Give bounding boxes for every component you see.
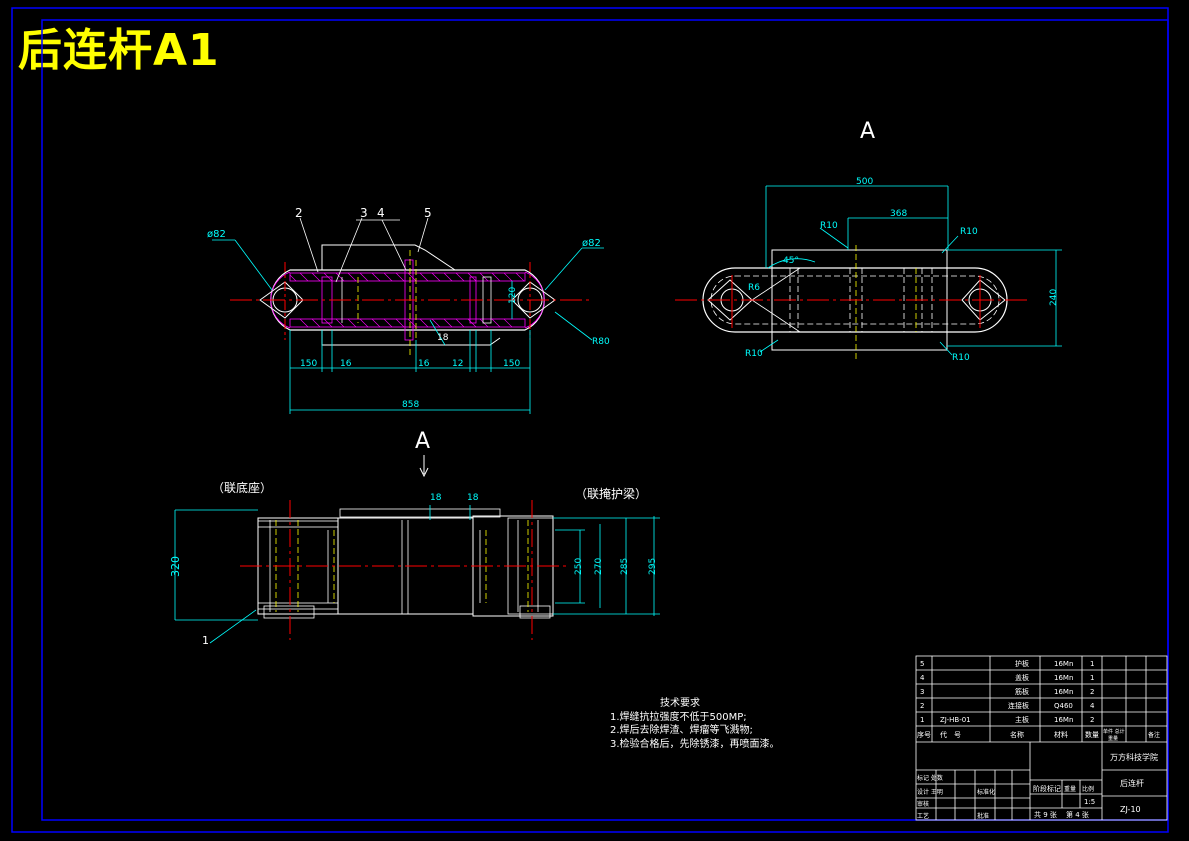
tb-row-design: 设计 王明 [917, 788, 943, 796]
bom-qty-1: 2 [1090, 716, 1094, 724]
labels: A A （联底座） （联掩护梁） 2 3 4 5 ø82 ø82 150 16 … [169, 119, 1059, 750]
part-3: 3 [360, 206, 368, 220]
outer-frame [11, 7, 1169, 833]
dim-18-a: 18 [430, 493, 442, 503]
bom-head-no: 序号 [917, 730, 931, 739]
tb-weight-label: 重量 [1064, 785, 1076, 793]
bom-qty-5: 1 [1090, 660, 1094, 668]
tb-row-mark: 标记 处数 [917, 774, 943, 782]
part-5: 5 [424, 206, 432, 220]
bom-head-note: 备注 [1148, 731, 1160, 739]
bom-name-3: 筋板 [1015, 687, 1029, 696]
dim-r10-tr: R10 [960, 227, 978, 237]
tb-school: 万方科技学院 [1110, 752, 1158, 762]
view-a [675, 185, 1062, 360]
dim-295: 295 [648, 558, 658, 575]
bom-head-weight: 单件 总计 [1103, 728, 1125, 735]
bom-head-qty: 数量 [1085, 730, 1099, 739]
dim-285: 285 [620, 558, 630, 575]
dim-150-left: 150 [300, 359, 317, 369]
dim-18-b: 18 [467, 493, 479, 503]
tb-approve: 批准 [977, 812, 989, 820]
bom-mat-4: 16Mn [1054, 674, 1073, 682]
label-base: （联底座） [212, 480, 272, 495]
tb-row-review: 审核 [917, 800, 929, 808]
dim-r10-tl: R10 [820, 221, 838, 231]
tb-row-process: 工艺 [917, 812, 929, 820]
tb-scale-label: 比例 [1082, 785, 1094, 793]
dim-45: 45° [783, 256, 799, 266]
dim-dia-left: ø82 [207, 229, 226, 240]
plan-view [174, 455, 660, 644]
dim-r6: R6 [748, 283, 760, 293]
bom-no-5: 5 [920, 660, 924, 668]
tb-drawing-no: ZJ-10 [1120, 805, 1141, 814]
dim-250: 250 [574, 558, 584, 575]
arrow-label-a: A [415, 429, 430, 454]
dim-r10-br: R10 [952, 353, 970, 363]
part-2: 2 [295, 206, 303, 220]
bom-name-5: 护板 [1015, 659, 1029, 668]
dim-r10-bl: R10 [745, 349, 763, 359]
bom-qty-3: 2 [1090, 688, 1094, 696]
title-block [915, 655, 1168, 821]
dim-240: 240 [1049, 289, 1059, 306]
bom-mat-1: 16Mn [1054, 716, 1073, 724]
tb-standard: 标准化 [977, 788, 995, 796]
tb-part-name: 后连杆 [1120, 778, 1144, 788]
bom-no-2: 2 [920, 702, 924, 710]
bom-head-name: 名称 [1010, 730, 1024, 739]
dim-dia-right: ø82 [582, 238, 601, 249]
bom-no-1: 1 [920, 716, 924, 724]
tech-heading: 技术要求 [660, 696, 700, 709]
bom-text: 5 护板 16Mn 1 4 盖板 16Mn 1 3 筋板 16Mn 2 2 连接… [917, 659, 1160, 820]
tb-stage-label: 阶段标记 [1033, 784, 1061, 793]
tech-item-1: 1.焊缝抗拉强度不低于500MP; [610, 710, 747, 723]
bom-no-4: 4 [920, 674, 925, 682]
tech-item-2: 2.焊后去除焊渣、焊瘤等飞溅物; [610, 723, 753, 736]
bom-head-weight-label: 重量 [1108, 735, 1118, 742]
bom-mat-5: 16Mn [1054, 660, 1073, 668]
dim-120: 120 [508, 287, 518, 304]
bom-mat-2: Q460 [1054, 702, 1073, 710]
drawing-title: 后连杆A1 [18, 25, 220, 76]
part-1: 1 [202, 634, 209, 647]
dim-320: 320 [169, 556, 182, 577]
bom-name-2: 连接板 [1008, 701, 1029, 710]
bom-name-1: 主板 [1015, 715, 1029, 724]
tb-sheet: 第 4 张 [1066, 810, 1089, 819]
inner-frame [41, 19, 1169, 821]
dim-500: 500 [856, 177, 873, 187]
bom-name-4: 盖板 [1015, 673, 1029, 682]
dim-12: 12 [452, 359, 463, 369]
bom-code-1: ZJ-HB-01 [940, 716, 971, 724]
bom-qty-4: 1 [1090, 674, 1094, 682]
bom-no-3: 3 [920, 688, 924, 696]
front-view [212, 217, 604, 414]
bom-head-code: 代 号 [940, 730, 961, 739]
tb-scale: 1:5 [1084, 798, 1095, 806]
tb-sheets: 共 9 张 [1034, 810, 1057, 819]
bom-head-mat: 材料 [1054, 730, 1068, 739]
dim-150-right: 150 [503, 359, 520, 369]
dim-270: 270 [594, 558, 604, 575]
part-4: 4 [377, 206, 385, 220]
dim-18: 18 [437, 333, 449, 343]
dim-16-b: 16 [418, 359, 430, 369]
tech-item-3: 3.检验合格后，先除锈漆，再喷面漆。 [610, 737, 780, 750]
dim-r80: R80 [592, 337, 610, 347]
label-shield: （联掩护梁） [575, 486, 647, 501]
dim-368: 368 [890, 209, 907, 219]
bom-mat-3: 16Mn [1054, 688, 1073, 696]
bom-qty-2: 4 [1090, 702, 1095, 710]
dim-858: 858 [402, 400, 419, 410]
dim-16-a: 16 [340, 359, 352, 369]
section-label-a: A [860, 119, 875, 144]
